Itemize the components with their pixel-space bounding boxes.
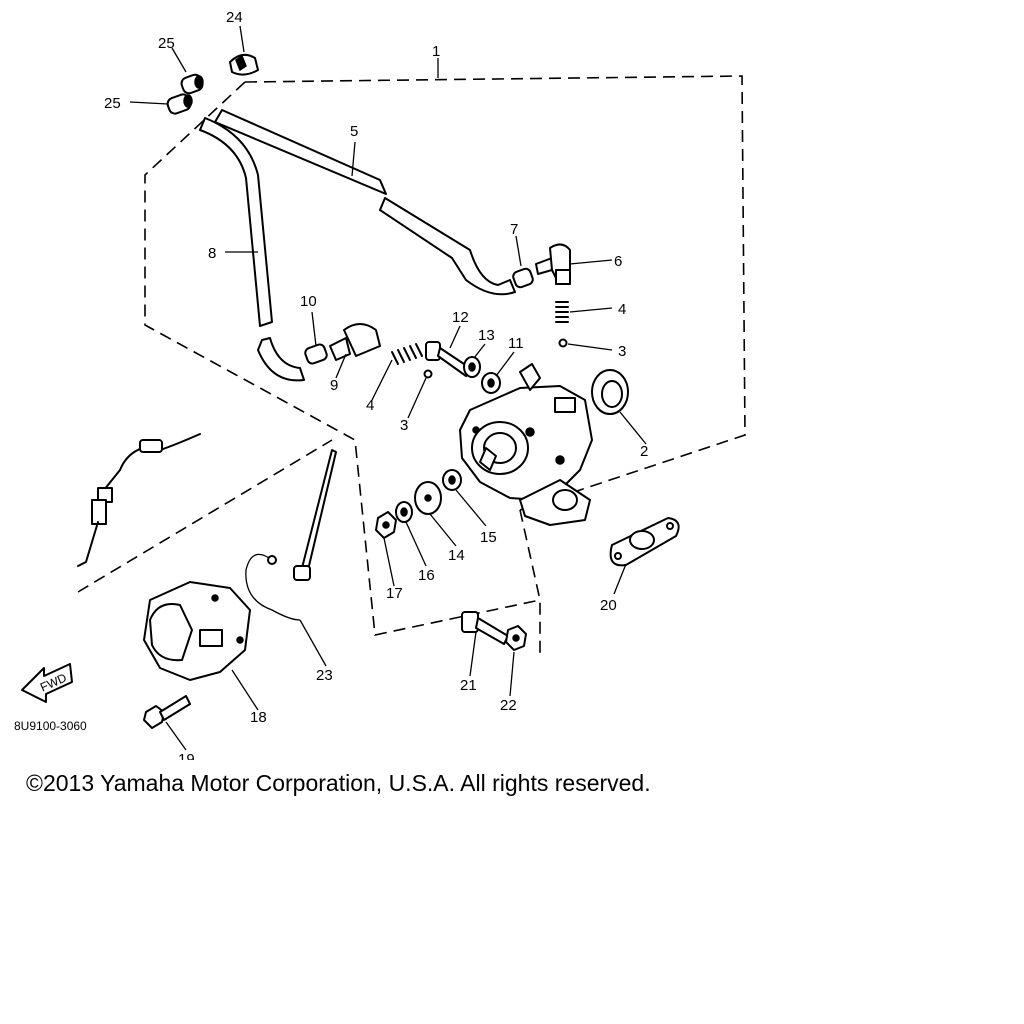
callout-17: 17 bbox=[386, 585, 403, 602]
part-10-collar bbox=[304, 343, 328, 365]
drawing-code: 8U9100-3060 bbox=[14, 719, 87, 733]
part-2-oil-seal bbox=[591, 369, 629, 415]
part-6-elbow bbox=[535, 243, 571, 285]
assembly-boundary-dashed bbox=[77, 75, 746, 655]
callout-25-bottom: 25 bbox=[104, 95, 121, 112]
part-4-spring-right bbox=[555, 301, 569, 323]
part-21-bolt bbox=[461, 611, 509, 645]
part-8-hose bbox=[199, 117, 305, 382]
part-3-ball-left bbox=[423, 369, 433, 379]
part-11-washer bbox=[481, 372, 501, 394]
oil-pump-body bbox=[459, 363, 593, 526]
callout-5: 5 bbox=[350, 123, 358, 140]
callout-19: 19 bbox=[178, 751, 195, 760]
part-25-collar-top bbox=[180, 73, 204, 95]
callout-1: 1 bbox=[432, 43, 440, 60]
part-17-nut bbox=[375, 511, 397, 539]
callout-13: 13 bbox=[478, 327, 495, 344]
part-23-lead-wire bbox=[245, 449, 337, 621]
callout-3-right: 3 bbox=[618, 343, 626, 360]
callout-22: 22 bbox=[500, 697, 517, 714]
callout-18: 18 bbox=[250, 709, 267, 726]
callout-8: 8 bbox=[208, 245, 216, 262]
callout-labels: 1 2 3 3 4 4 5 6 7 8 9 10 11 12 13 14 15 … bbox=[104, 9, 648, 760]
part-12-screw bbox=[425, 341, 471, 377]
callout-3-left: 3 bbox=[400, 417, 408, 434]
part-5-hose bbox=[214, 109, 516, 296]
leader-lines bbox=[129, 25, 647, 751]
callout-2: 2 bbox=[640, 443, 648, 460]
callout-7: 7 bbox=[510, 221, 518, 238]
callout-10: 10 bbox=[300, 293, 317, 310]
part-13-washer bbox=[463, 356, 481, 378]
part-19-screw bbox=[143, 695, 191, 729]
part-9-elbow bbox=[329, 323, 381, 361]
part-22-nut bbox=[505, 625, 527, 651]
callout-16: 16 bbox=[418, 567, 435, 584]
callout-15: 15 bbox=[480, 529, 497, 546]
callout-12: 12 bbox=[452, 309, 469, 326]
part-4-spring-left bbox=[391, 343, 423, 365]
part-16-lock-washer bbox=[395, 501, 413, 523]
callout-20: 20 bbox=[600, 597, 617, 614]
callout-25-top: 25 bbox=[158, 35, 175, 52]
callout-6: 6 bbox=[614, 253, 622, 270]
callout-23: 23 bbox=[316, 667, 333, 684]
fwd-arrow-icon: FWD bbox=[21, 663, 73, 703]
part-24-clamp bbox=[229, 53, 259, 76]
callout-9: 9 bbox=[330, 377, 338, 394]
callout-14: 14 bbox=[448, 547, 465, 564]
part-25-collar-bottom bbox=[166, 93, 193, 115]
callout-21: 21 bbox=[460, 677, 477, 694]
copyright-notice: ©2013 Yamaha Motor Corporation, U.S.A. A… bbox=[26, 770, 651, 796]
sensor-cable bbox=[77, 433, 201, 567]
callout-4-left: 4 bbox=[366, 397, 374, 414]
callout-11: 11 bbox=[508, 335, 524, 352]
part-20-gasket bbox=[609, 517, 680, 567]
part-3-ball-right bbox=[558, 338, 568, 348]
part-18-cover bbox=[143, 581, 251, 681]
exploded-parts-diagram: FWD 8U9100-3060 1 2 3 bbox=[14, 9, 746, 760]
part-14-plate bbox=[414, 481, 442, 515]
part-15-washer bbox=[442, 469, 462, 491]
callout-4-right: 4 bbox=[618, 301, 626, 318]
part-7-collar bbox=[512, 267, 534, 289]
callout-24: 24 bbox=[226, 9, 243, 26]
